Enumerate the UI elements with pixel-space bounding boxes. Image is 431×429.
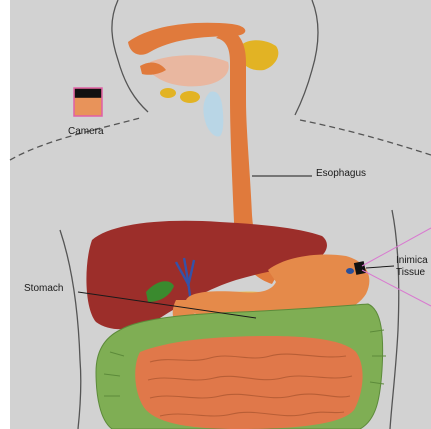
camera-top: [75, 89, 101, 98]
camera-label: Camera: [68, 126, 104, 137]
esophagus-label: Esophagus: [316, 168, 366, 179]
inimical-tissue-label-line1: Inimica: [396, 255, 428, 266]
stomach-label: Stomach: [24, 283, 63, 294]
camera-icon: [74, 88, 102, 116]
sublingual-gland: [160, 88, 176, 98]
inimical-tissue-label-line2: Tissue: [396, 267, 426, 278]
submandibular-gland: [180, 91, 200, 103]
inimical-tissue-spot: [346, 268, 354, 274]
